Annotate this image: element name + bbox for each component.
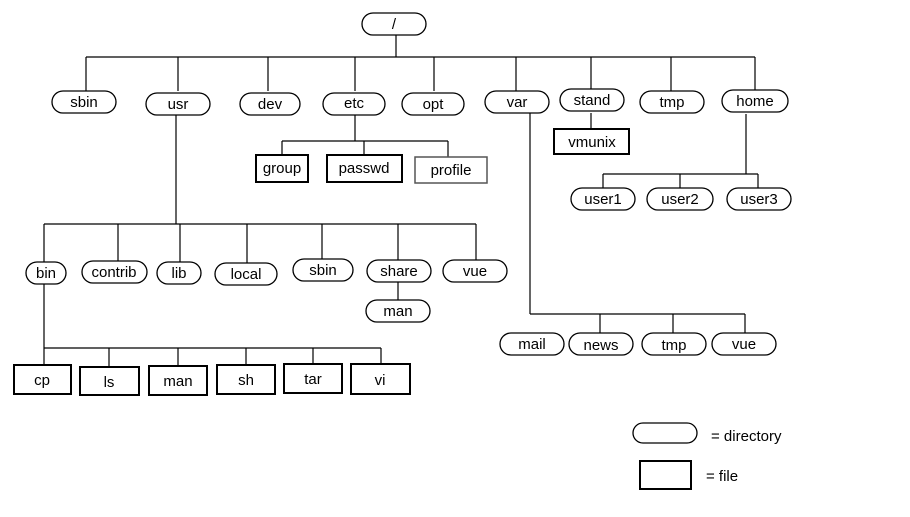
directory-label: vue	[463, 263, 487, 280]
file-passwd[interactable]: passwd	[326, 154, 403, 183]
legend-file-label: = file	[706, 468, 738, 485]
directory-var-mail[interactable]: mail	[499, 332, 565, 356]
file-sh[interactable]: sh	[216, 364, 276, 395]
file-vi[interactable]: vi	[350, 363, 411, 395]
file-label: sh	[238, 372, 254, 389]
legend-directory: = directory	[632, 422, 782, 445]
legend-file-symbol	[639, 460, 692, 490]
directory-label: usr	[168, 96, 189, 113]
file-label: vi	[375, 372, 386, 389]
directory-opt[interactable]: opt	[401, 92, 465, 116]
file-label: passwd	[339, 160, 390, 177]
legend-directory-label: = directory	[711, 428, 782, 445]
file-label: man	[163, 373, 192, 390]
directory-etc[interactable]: etc	[322, 92, 386, 116]
directory-label: mail	[518, 336, 546, 353]
file-cp[interactable]: cp	[13, 364, 72, 395]
directory-label: vue	[732, 336, 756, 353]
directory-label: share	[380, 263, 418, 280]
directory-home[interactable]: home	[721, 89, 789, 113]
directory-share-man[interactable]: man	[365, 299, 431, 323]
directory-label: lib	[171, 265, 186, 282]
directory-var-tmp[interactable]: tmp	[641, 332, 707, 356]
directory-sbin[interactable]: sbin	[51, 90, 117, 114]
directory-label: sbin	[309, 262, 337, 279]
directory-dev[interactable]: dev	[239, 92, 301, 116]
directory-label: news	[583, 337, 618, 354]
directory-label: user2	[661, 191, 699, 208]
directory-user1[interactable]: user1	[570, 187, 636, 211]
directory-usr-vue[interactable]: vue	[442, 259, 508, 283]
directory-label: tmp	[659, 94, 684, 111]
file-label: cp	[34, 372, 50, 389]
directory-usr[interactable]: usr	[145, 92, 211, 116]
tree-connectors	[43, 35, 759, 367]
directory-label: contrib	[91, 264, 136, 281]
file-label: ls	[104, 374, 115, 391]
file-label: profile	[431, 162, 472, 179]
directory-var-news[interactable]: news	[568, 332, 634, 356]
directory-label: /	[392, 16, 397, 33]
directory-user3[interactable]: user3	[726, 187, 792, 211]
file-man[interactable]: man	[148, 365, 208, 396]
directory-stand[interactable]: stand	[559, 88, 625, 112]
directory-usr-sbin[interactable]: sbin	[292, 258, 354, 282]
directory-label: etc	[344, 95, 365, 112]
legend: = directory = file	[632, 422, 782, 490]
directory-label: man	[383, 303, 412, 320]
directory-root[interactable]: /	[361, 12, 427, 36]
file-tar[interactable]: tar	[283, 363, 343, 394]
directory-usr-share[interactable]: share	[366, 259, 432, 283]
file-label: group	[263, 160, 301, 177]
directory-usr-contrib[interactable]: contrib	[81, 260, 148, 284]
directory-label: user1	[584, 191, 622, 208]
directory-var-vue[interactable]: vue	[711, 332, 777, 356]
directory-usr-local[interactable]: local	[214, 262, 278, 286]
directory-usr-bin[interactable]: bin	[25, 261, 67, 285]
directory-usr-lib[interactable]: lib	[156, 261, 202, 285]
directory-label: var	[507, 94, 528, 111]
file-label: tar	[304, 371, 322, 388]
file-label: vmunix	[568, 134, 616, 151]
directory-label: opt	[423, 96, 445, 113]
file-ls[interactable]: ls	[79, 366, 140, 396]
directory-user2[interactable]: user2	[646, 187, 714, 211]
file-vmunix[interactable]: vmunix	[553, 128, 630, 155]
directory-label: sbin	[70, 94, 98, 111]
tree-nodes: / sbin usr dev etc opt var stand	[13, 12, 792, 396]
directory-var[interactable]: var	[484, 90, 550, 114]
directory-label: stand	[574, 92, 611, 109]
directory-label: dev	[258, 96, 283, 113]
directory-label: tmp	[661, 337, 686, 354]
directory-label: bin	[36, 265, 56, 282]
legend-file: = file	[639, 460, 738, 490]
directory-label: user3	[740, 191, 778, 208]
directory-label: local	[231, 266, 262, 283]
file-profile[interactable]: profile	[414, 156, 488, 184]
file-group[interactable]: group	[255, 154, 309, 183]
directory-label: home	[736, 93, 774, 110]
directory-tmp[interactable]: tmp	[639, 90, 705, 114]
legend-directory-symbol	[632, 422, 698, 444]
